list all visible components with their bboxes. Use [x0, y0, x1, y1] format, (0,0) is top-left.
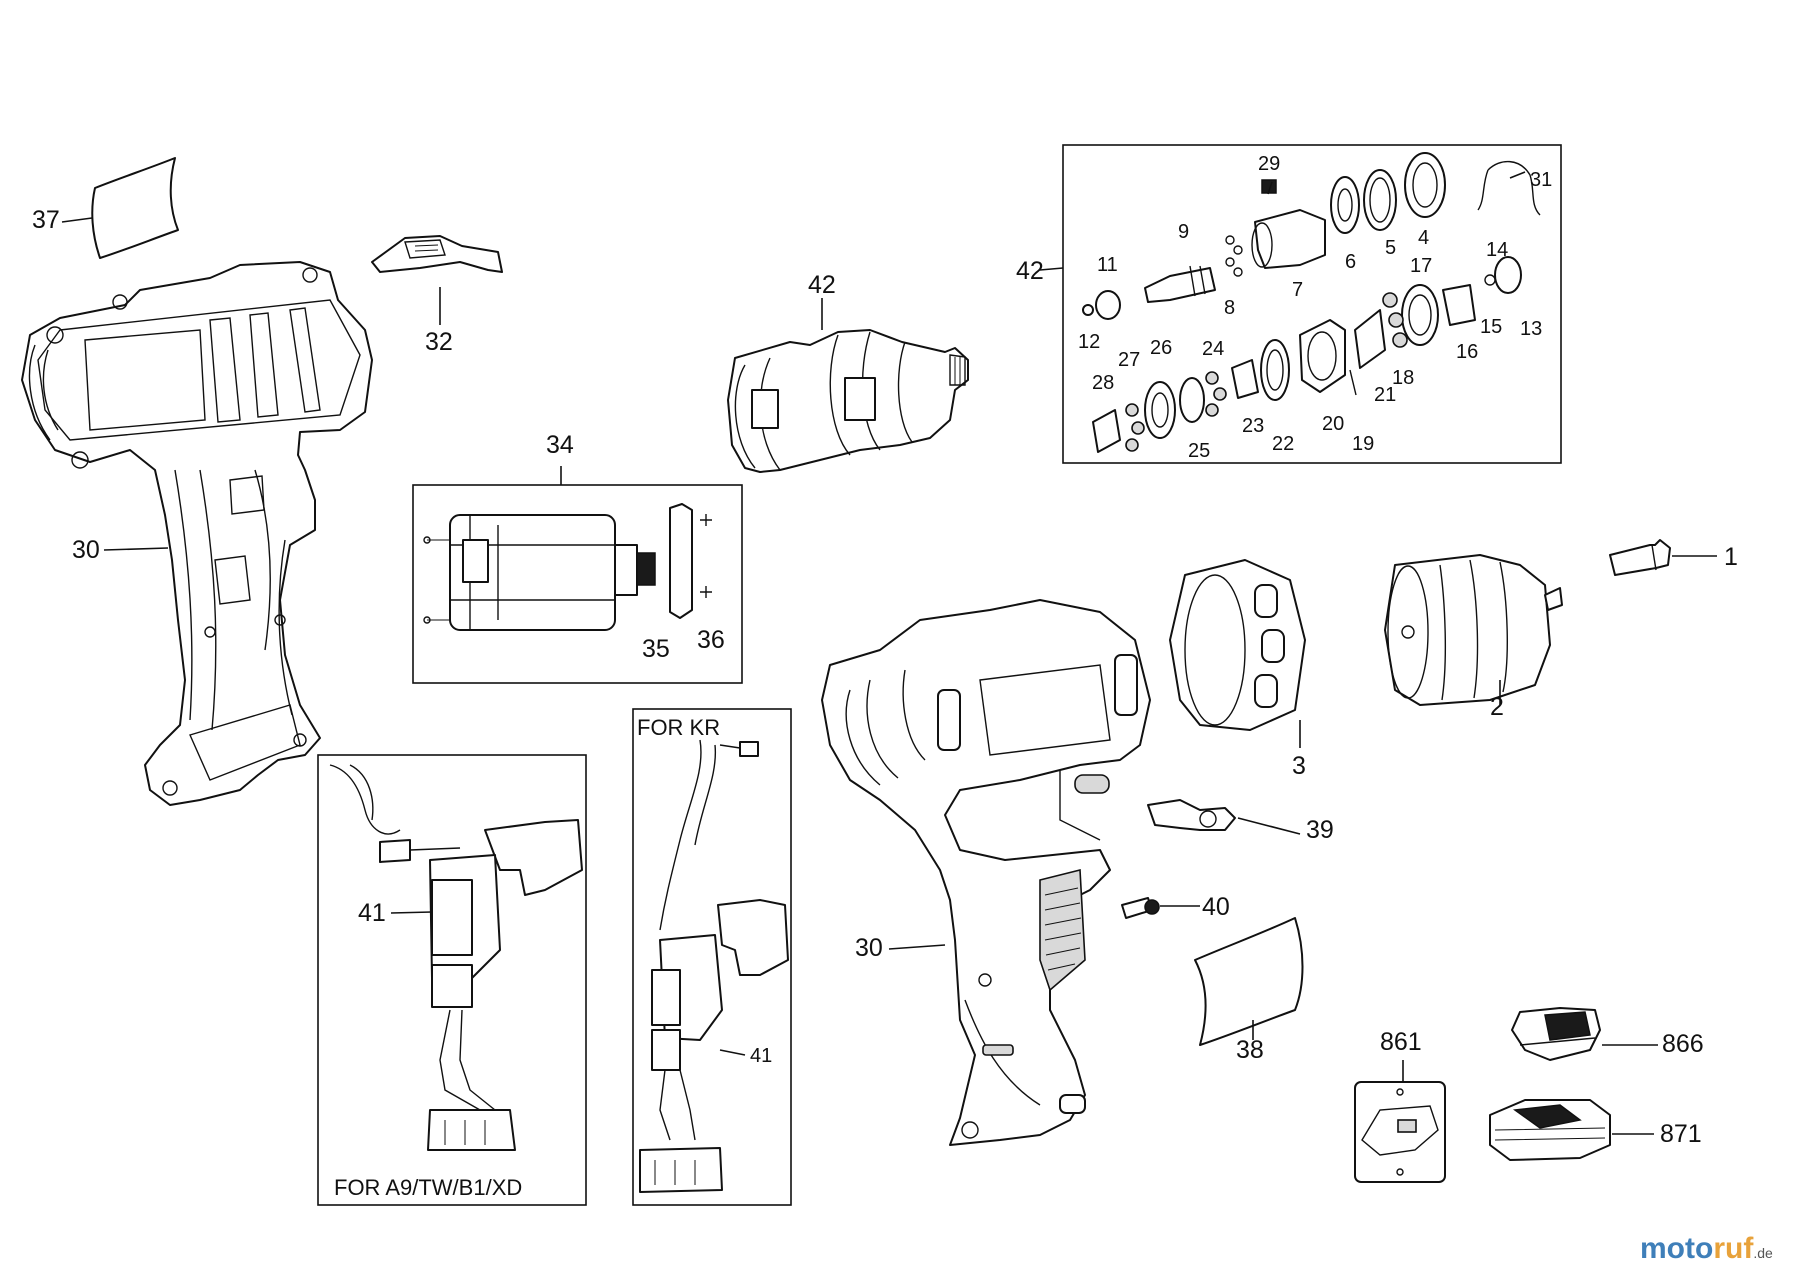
label-871: 871	[1660, 1120, 1702, 1148]
label-32: 32	[425, 328, 453, 356]
label-3: 3	[1292, 752, 1306, 780]
watermark-part-a: moto	[1640, 1232, 1713, 1265]
label-23: 23	[1242, 415, 1264, 437]
captions: FOR A9/TW/B1/XD FOR KR	[334, 715, 720, 1200]
label-22: 22	[1272, 433, 1294, 455]
label-34: 34	[546, 431, 574, 459]
label-37: 37	[32, 206, 60, 234]
label-7: 7	[1292, 279, 1303, 301]
clutch-collar-3	[1169, 559, 1306, 731]
watermark-part-c: .de	[1753, 1245, 1773, 1261]
screw-40	[1121, 897, 1160, 919]
label-20: 20	[1322, 413, 1344, 435]
label-11: 11	[1097, 254, 1118, 276]
label-16: 16	[1456, 341, 1478, 363]
watermark-logo: motoruf.de	[1640, 1232, 1773, 1265]
label-42-left: 42	[1016, 257, 1044, 285]
caption-for-kr: FOR KR	[637, 715, 720, 740]
label-14: 14	[1486, 239, 1508, 261]
motor-box-34	[412, 484, 743, 684]
label-41-right: 41	[750, 1045, 772, 1067]
label-9: 9	[1178, 221, 1189, 243]
label-36: 36	[697, 626, 725, 654]
watermark-part-b: ruf	[1713, 1232, 1754, 1265]
right-housing-assembled-30	[821, 599, 1151, 1146]
label-866: 866	[1662, 1030, 1704, 1058]
label-24: 24	[1202, 338, 1224, 360]
label-40: 40	[1202, 893, 1230, 921]
label-27: 27	[1118, 349, 1140, 371]
label-18: 18	[1392, 367, 1414, 389]
label-861: 861	[1380, 1028, 1422, 1056]
label-42-top: 42	[808, 271, 836, 299]
label-1: 1	[1724, 543, 1738, 571]
screw-1	[1609, 539, 1671, 576]
label-13: 13	[1520, 318, 1542, 340]
label-2: 2	[1490, 693, 1504, 721]
label-21: 21	[1374, 384, 1396, 406]
forward-reverse-button-39	[1147, 799, 1236, 831]
label-39: 39	[1306, 816, 1334, 844]
label-30-right: 30	[855, 934, 883, 962]
svg-text:motoruf.de: motoruf.de	[1640, 1232, 1773, 1265]
gearbox-assembly-42	[727, 329, 969, 473]
label-sheet-37	[91, 157, 179, 259]
label-sheet-38	[1194, 917, 1304, 1046]
label-31: 31	[1530, 169, 1552, 191]
label-29: 29	[1258, 153, 1280, 175]
label-17: 17	[1410, 255, 1432, 277]
label-6: 6	[1345, 251, 1356, 273]
caption-for-a9: FOR A9/TW/B1/XD	[334, 1175, 522, 1200]
label-35: 35	[642, 635, 670, 663]
label-25: 25	[1188, 440, 1210, 462]
label-38: 38	[1236, 1036, 1264, 1064]
part-numbers: 37 30 32 42 34 35 36 42 29 31 9 6 5 4 7 …	[32, 153, 1738, 1148]
kitbox-861	[1354, 1081, 1446, 1183]
label-26: 26	[1150, 337, 1172, 359]
label-19: 19	[1352, 433, 1374, 455]
label-15: 15	[1480, 316, 1502, 338]
label-30-left: 30	[72, 536, 100, 564]
left-housing-half	[21, 261, 373, 806]
label-12: 12	[1078, 331, 1100, 353]
label-4: 4	[1418, 227, 1429, 249]
label-41-left: 41	[358, 899, 386, 927]
direction-switch-32	[371, 235, 503, 273]
label-8: 8	[1224, 297, 1235, 319]
label-28: 28	[1092, 372, 1114, 394]
charger-871	[1489, 1099, 1611, 1161]
keyless-chuck-2	[1384, 554, 1563, 706]
switch-box-kr	[632, 708, 792, 1206]
switch-box-a9	[317, 754, 587, 1206]
label-5: 5	[1385, 237, 1396, 259]
leader-lines	[61, 171, 1717, 1135]
battery-pack-866	[1511, 1007, 1601, 1061]
chuck-parts-box-42	[1062, 144, 1562, 464]
